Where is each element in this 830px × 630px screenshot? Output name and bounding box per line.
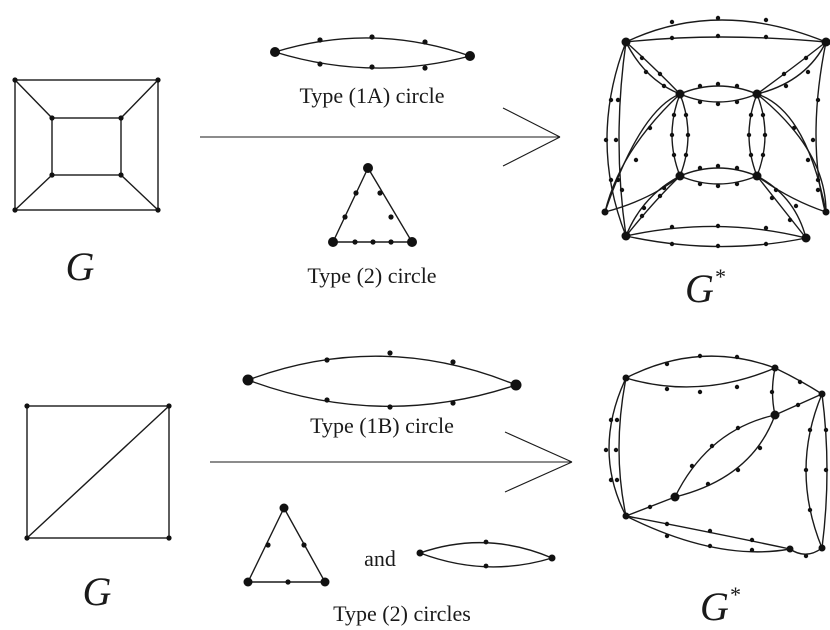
top-graph-label: G: [66, 244, 95, 289]
top-result-label: G*: [685, 264, 725, 311]
bottom-graph-label: G: [83, 569, 112, 614]
type-2-digon: [416, 539, 556, 569]
type-1a-caption: Type (1A) circle: [299, 83, 444, 108]
top-arrow: [200, 107, 561, 167]
type-1b-caption: Type (1B) circle: [310, 413, 454, 438]
type-2-triangle-bottom: [243, 503, 330, 587]
top-graph-g: [12, 77, 161, 213]
type-1b-circle: [242, 350, 522, 410]
type-2-circles-caption: Type (2) circles: [333, 601, 471, 626]
bottom-result-graph: [603, 353, 829, 559]
top-result-graph: [601, 15, 830, 249]
connector-and: and: [364, 546, 396, 571]
type-2-caption: Type (2) circle: [307, 263, 436, 288]
bottom-graph-g: [24, 403, 172, 541]
type-1a-circle: [270, 34, 475, 71]
top-result-superscript: *: [714, 264, 725, 289]
type-2-triangle-top: [328, 163, 417, 247]
top-result-letter: G: [685, 266, 714, 311]
bottom-result-superscript: *: [729, 582, 740, 607]
bottom-result-label: G*: [700, 582, 740, 629]
bottom-result-letter: G: [700, 584, 729, 629]
bottom-arrow: [210, 431, 573, 493]
